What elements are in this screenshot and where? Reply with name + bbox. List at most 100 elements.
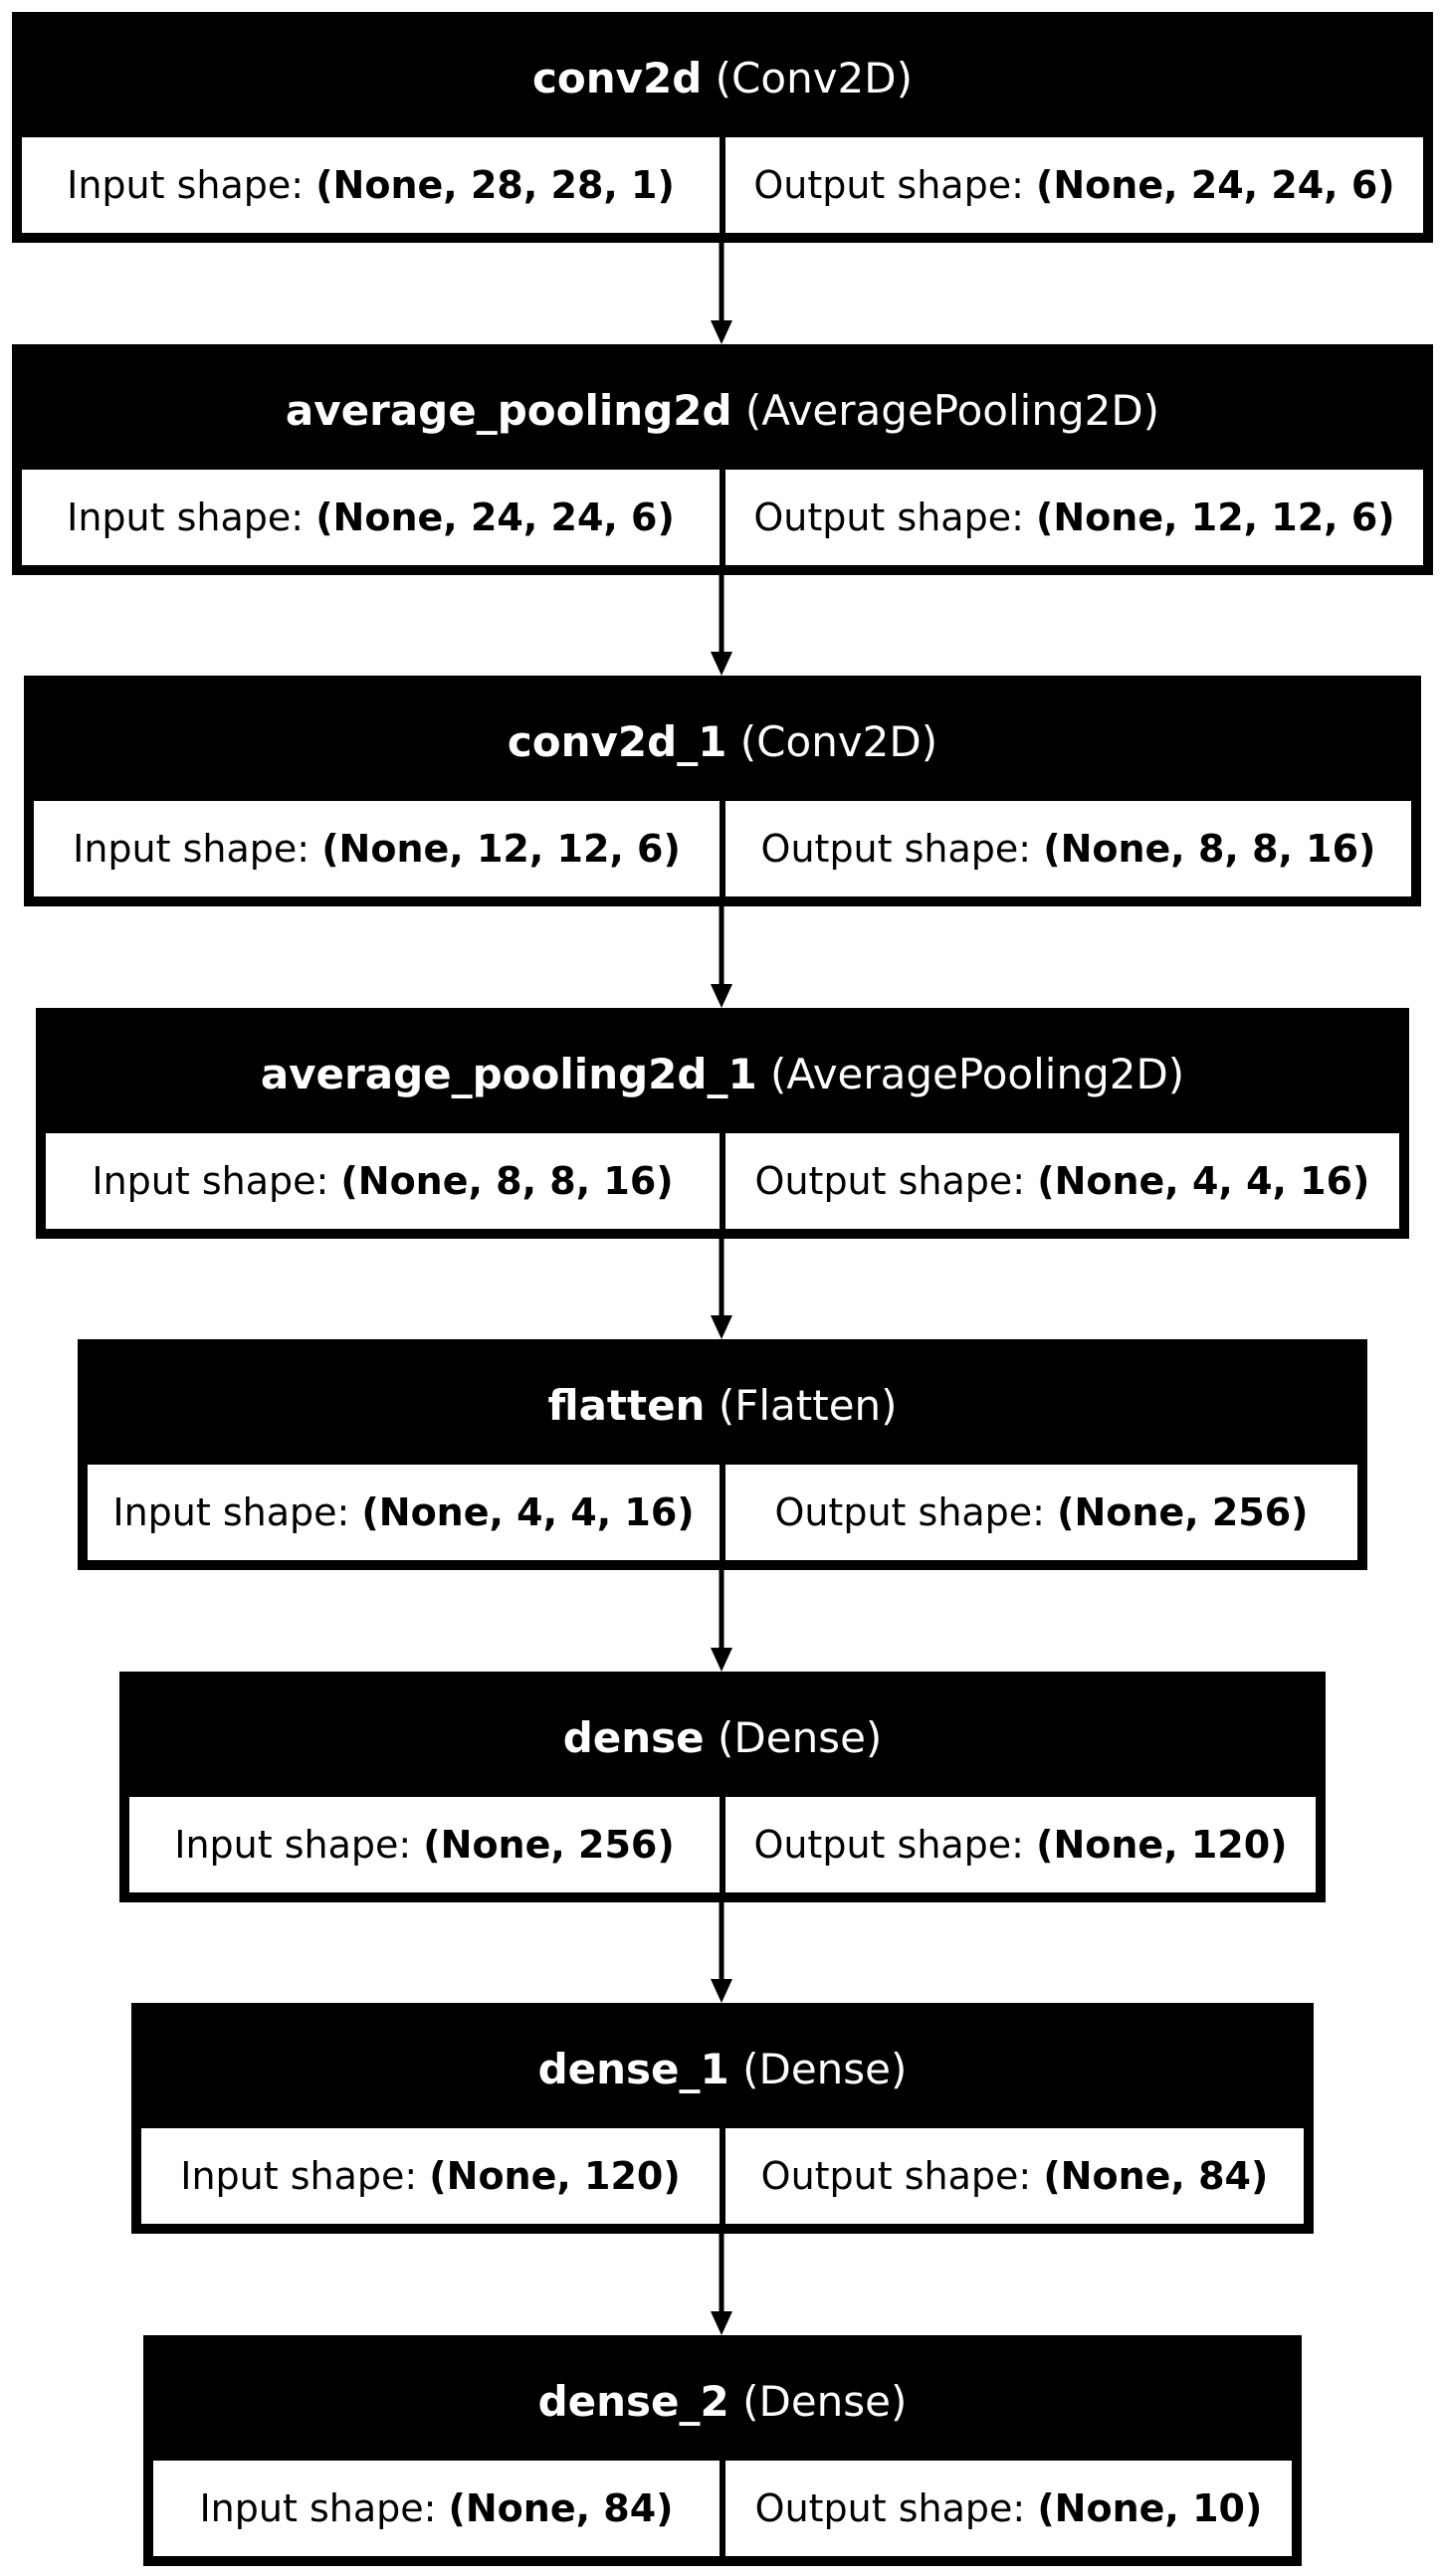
layer-class: (AveragePooling2D) — [744, 385, 1160, 435]
layer-node: dense (Dense)Input shape: (None, 256)Out… — [119, 1672, 1326, 1902]
layer-node: average_pooling2d (AveragePooling2D)Inpu… — [12, 344, 1433, 575]
flow-arrow — [711, 1570, 732, 1672]
input-shape-value: (None, 4, 4, 16) — [361, 1490, 695, 1534]
layer-shapes: Input shape: (None, 8, 8, 16) Output shap… — [46, 1133, 1399, 1229]
layer-node: flatten (Flatten)Input shape: (None, 4, … — [78, 1339, 1367, 1570]
input-shape-value: (None, 24, 24, 6) — [315, 495, 675, 539]
layer-header: conv2d (Conv2D) — [18, 18, 1427, 137]
output-shape-value: (None, 4, 4, 16) — [1037, 1159, 1370, 1203]
layer-shapes: Input shape: (None, 120)Output shape: (N… — [141, 2128, 1304, 2224]
input-shape-value: (None, 120) — [429, 2154, 681, 2198]
input-shape-label: Input shape: — [73, 827, 310, 871]
layer-name: dense_2 — [537, 2376, 729, 2426]
input-shape-cell: Input shape: (None, 120) — [141, 2128, 720, 2224]
layer-shapes: Input shape: (None, 24, 24, 6)Output sha… — [22, 470, 1423, 565]
arrow-head — [711, 320, 732, 344]
output-shape-value: (None, 24, 24, 6) — [1035, 163, 1395, 207]
layer-node: average_pooling2d_1 (AveragePooling2D)In… — [36, 1008, 1409, 1239]
layer-class: (Dense) — [718, 1712, 883, 1762]
arrow-head — [711, 1648, 732, 1672]
flow-arrow — [711, 1239, 732, 1339]
layer-name: conv2d_1 — [507, 716, 727, 766]
input-shape-cell: Input shape: (None, 4, 4, 16) — [88, 1465, 720, 1560]
input-shape-cell: Input shape: (None, 12, 12, 6) — [34, 801, 720, 896]
output-shape-cell: Output shape: (None, 84) — [725, 2128, 1304, 2224]
output-shape-label: Output shape: — [753, 163, 1024, 207]
output-shape-label: Output shape: — [753, 495, 1024, 539]
input-shape-value: (None, 256) — [423, 1823, 675, 1867]
output-shape-value: (None, 12, 12, 6) — [1035, 495, 1395, 539]
input-shape-cell: Input shape: (None, 24, 24, 6) — [22, 470, 720, 565]
output-shape-label: Output shape: — [754, 1159, 1026, 1203]
layer-class: (Conv2D) — [715, 53, 914, 102]
input-shape-cell: Input shape: (None, 84) — [153, 2461, 720, 2556]
output-shape-label: Output shape: — [753, 1823, 1024, 1867]
input-shape-value: (None, 28, 28, 1) — [315, 163, 675, 207]
layer-node: conv2d_1 (Conv2D)Input shape: (None, 12,… — [24, 676, 1421, 906]
input-shape-label: Input shape: — [199, 2486, 437, 2530]
flow-arrow — [711, 243, 732, 344]
input-shape-cell: Input shape: (None, 256) — [129, 1797, 720, 1892]
layer-name: average_pooling2d — [285, 385, 732, 435]
input-shape-label: Input shape: — [180, 2154, 418, 2198]
output-shape-cell: Output shape: (None, 10) — [725, 2461, 1292, 2556]
layer-name: flatten — [547, 1380, 706, 1430]
input-shape-cell: Input shape: (None, 8, 8, 16) — [46, 1133, 720, 1229]
flow-arrow — [711, 2234, 732, 2335]
layer-name: average_pooling2d_1 — [260, 1049, 757, 1098]
layer-shapes: Input shape: (None, 4, 4, 16)Output shap… — [88, 1465, 1357, 1560]
flow-arrow — [711, 906, 732, 1008]
output-shape-label: Output shape: — [760, 827, 1032, 871]
arrow-head — [711, 1315, 732, 1339]
output-shape-cell: Output shape: (None, 12, 12, 6) — [725, 470, 1423, 565]
layer-class: (Conv2D) — [739, 716, 938, 766]
output-shape-cell: Output shape: (None, 120) — [725, 1797, 1316, 1892]
output-shape-cell: Output shape: (None, 256) — [725, 1465, 1357, 1560]
arrow-head — [711, 652, 732, 676]
output-shape-cell: Output shape: (None, 24, 24, 6) — [725, 137, 1423, 233]
output-shape-value: (None, 84) — [1043, 2154, 1269, 2198]
arrow-head — [711, 1979, 732, 2003]
arrow-head — [711, 2311, 732, 2335]
input-shape-label: Input shape: — [174, 1823, 412, 1867]
output-shape-label: Output shape: — [760, 2154, 1032, 2198]
layer-name: dense_1 — [537, 2044, 729, 2093]
layer-header: average_pooling2d_1 (AveragePooling2D) — [42, 1014, 1403, 1133]
layer-shapes: Input shape: (None, 84)Output shape: (No… — [153, 2461, 1292, 2556]
layer-header: conv2d_1 (Conv2D) — [30, 682, 1415, 801]
layer-node: dense_2 (Dense)Input shape: (None, 84)Ou… — [143, 2335, 1302, 2566]
input-shape-value: (None, 84) — [448, 2486, 674, 2530]
layer-shapes: Input shape: (None, 12, 12, 6)Output sha… — [34, 801, 1411, 896]
layer-name: conv2d — [531, 53, 703, 102]
layer-node: dense_1 (Dense)Input shape: (None, 120)O… — [131, 2003, 1314, 2234]
input-shape-value: (None, 12, 12, 6) — [321, 827, 681, 871]
layer-header: dense_2 (Dense) — [149, 2341, 1296, 2461]
input-shape-cell: Input shape: (None, 28, 28, 1) — [22, 137, 720, 233]
output-shape-value: (None, 256) — [1057, 1490, 1309, 1534]
flow-arrow — [711, 575, 732, 676]
layer-shapes: Input shape: (None, 256)Output shape: (N… — [129, 1797, 1316, 1892]
layer-shapes: Input shape: (None, 28, 28, 1)Output sha… — [22, 137, 1423, 233]
flow-arrow — [711, 1902, 732, 2003]
layer-class: (Dense) — [742, 2044, 908, 2093]
layer-header: dense_1 (Dense) — [137, 2009, 1308, 2128]
input-shape-label: Input shape: — [67, 163, 305, 207]
layer-node: conv2d (Conv2D)Input shape: (None, 28, 2… — [12, 12, 1433, 243]
layer-class: (Dense) — [742, 2376, 908, 2426]
output-shape-label: Output shape: — [774, 1490, 1045, 1534]
layer-class: (Flatten) — [718, 1380, 898, 1430]
output-shape-cell: Output shape: (None, 8, 8, 16) — [725, 801, 1411, 896]
output-shape-value: (None, 10) — [1037, 2486, 1263, 2530]
arrow-head — [711, 984, 732, 1008]
layer-header: flatten (Flatten) — [84, 1345, 1361, 1465]
output-shape-value: (None, 8, 8, 16) — [1043, 827, 1376, 871]
output-shape-label: Output shape: — [754, 2486, 1026, 2530]
input-shape-label: Input shape: — [92, 1159, 329, 1203]
layer-header: average_pooling2d (AveragePooling2D) — [18, 350, 1427, 470]
output-shape-value: (None, 120) — [1036, 1823, 1288, 1867]
layer-header: dense (Dense) — [125, 1678, 1320, 1797]
input-shape-value: (None, 8, 8, 16) — [340, 1159, 674, 1203]
input-shape-label: Input shape: — [67, 495, 305, 539]
input-shape-label: Input shape: — [112, 1490, 350, 1534]
layer-class: (AveragePooling2D) — [770, 1049, 1185, 1098]
